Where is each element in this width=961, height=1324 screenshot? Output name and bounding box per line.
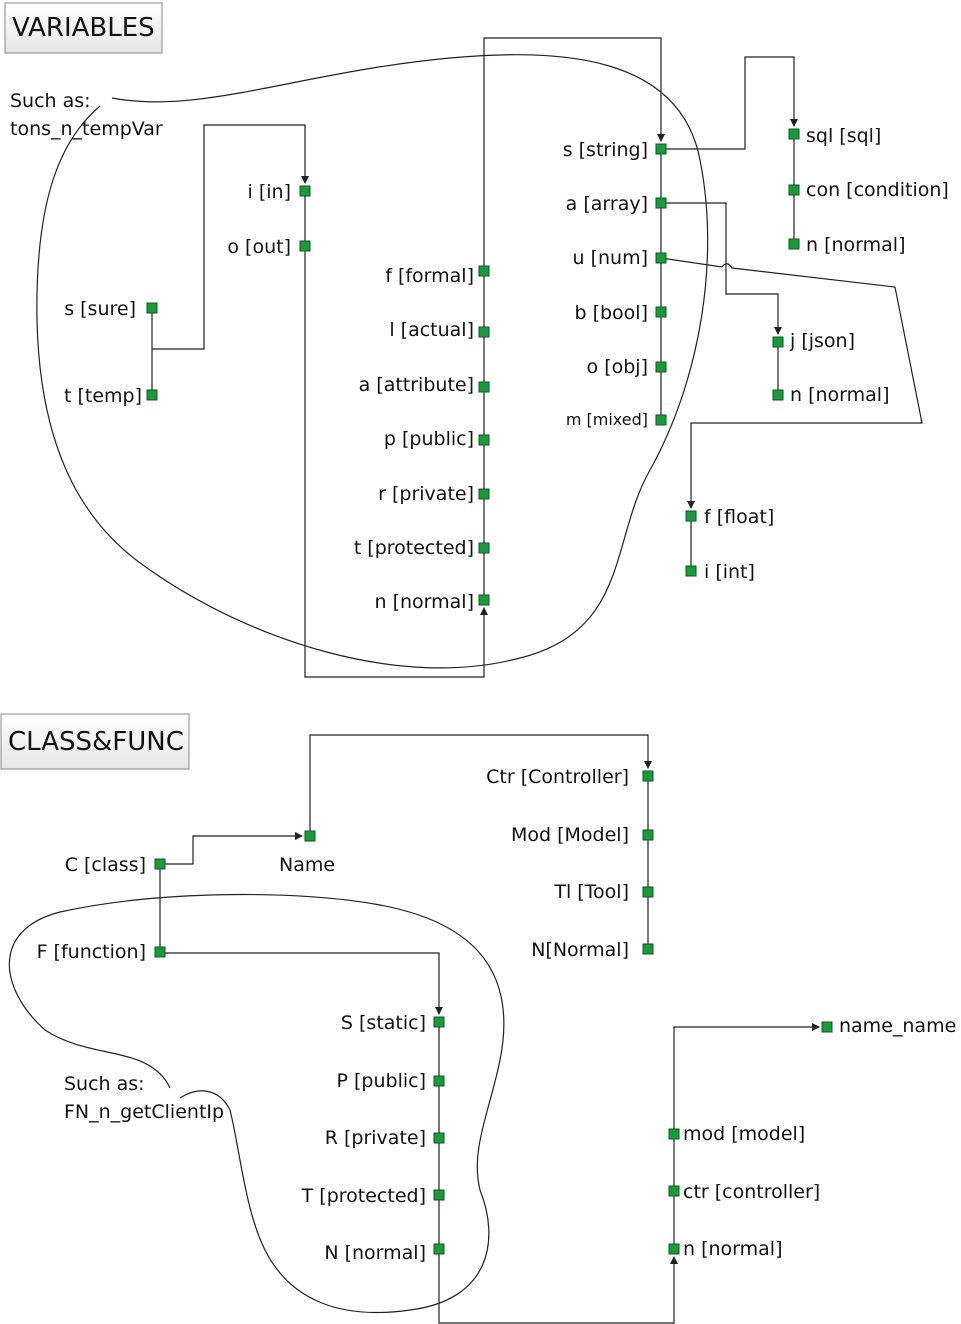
node-controller <box>642 770 654 782</box>
label-private: r [private] <box>378 483 474 505</box>
label-array-normal: n [normal] <box>790 384 889 406</box>
label-protected: t [protected] <box>354 537 474 559</box>
node-array <box>655 197 667 209</box>
node-json <box>772 336 784 348</box>
node-obj <box>655 361 667 373</box>
node-static <box>433 1016 445 1028</box>
label-controller: Ctr [Controller] <box>486 766 629 788</box>
node-num <box>655 252 667 264</box>
node-in <box>299 185 311 197</box>
node-layer-model <box>668 1128 680 1140</box>
node-function <box>154 946 166 958</box>
node-model <box>642 829 654 841</box>
label-class: C [class] <box>65 854 146 876</box>
node-private <box>478 488 490 500</box>
label-array: a [array] <box>566 193 648 215</box>
label-string-normal: n [normal] <box>806 234 905 256</box>
class-func-grouping-outline <box>8 893 505 1314</box>
label-bool: b [bool] <box>574 302 648 324</box>
label-func-protected: T [protected] <box>301 1185 426 1207</box>
node-layer-normal <box>668 1243 680 1255</box>
label-attribute: a [attribute] <box>359 374 474 396</box>
label-tool: Tl [Tool] <box>553 881 629 903</box>
node-temp <box>146 389 158 401</box>
node-formal <box>478 265 490 277</box>
node-sql <box>788 128 800 140</box>
node-name-name <box>821 1021 833 1033</box>
label-layer-controller: ctr [controller] <box>683 1181 820 1203</box>
variables-title-box <box>4 2 163 54</box>
node-sure <box>146 302 158 314</box>
node-bool <box>655 306 667 318</box>
node-actual <box>478 326 490 338</box>
label-func-public: P [public] <box>337 1070 427 1092</box>
class-func-section: CLASS&FUNC Such as: FN_n_getClientIp C [… <box>0 713 956 1324</box>
variables-section: VARIABLES Such as: tons_n_tempVar s [sur… <box>4 2 949 678</box>
label-layer-normal: n [normal] <box>683 1238 782 1260</box>
node-protected <box>478 542 490 554</box>
node-array-normal <box>772 389 784 401</box>
label-temp: t [temp] <box>64 385 142 407</box>
label-out: o [out] <box>227 236 291 258</box>
node-mixed <box>655 414 667 426</box>
label-formal: f [formal] <box>385 265 474 287</box>
node-normal <box>478 594 490 606</box>
node-func-public <box>433 1075 445 1087</box>
label-model: Mod [Model] <box>511 824 629 846</box>
node-class-normal <box>642 943 654 955</box>
label-float: f [float] <box>704 506 774 528</box>
node-int <box>685 565 697 577</box>
label-name: Name <box>279 854 335 876</box>
label-func-private: R [private] <box>325 1127 426 1149</box>
label-mixed: m [mixed] <box>566 410 648 429</box>
variables-example-value: tons_n_tempVar <box>10 118 163 140</box>
class-func-example-label: Such as: <box>64 1073 145 1095</box>
variables-grouping-outline <box>36 54 709 669</box>
node-public <box>478 434 490 446</box>
node-out <box>299 240 311 252</box>
node-name <box>304 830 316 842</box>
label-func-normal: N [normal] <box>324 1242 426 1264</box>
class-func-title-box <box>0 713 190 770</box>
class-func-example-value: FN_n_getClientIp <box>64 1101 224 1123</box>
label-condition: con [condition] <box>806 179 949 201</box>
label-layer-model: mod [model] <box>683 1123 805 1145</box>
label-class-normal: N[Normal] <box>531 939 629 961</box>
label-static: S [static] <box>341 1012 426 1034</box>
node-condition <box>788 184 800 196</box>
node-tool <box>642 886 654 898</box>
label-obj: o [obj] <box>587 356 648 378</box>
node-func-normal <box>433 1243 445 1255</box>
variables-title: VARIABLES <box>12 13 155 43</box>
label-normal: n [normal] <box>375 591 474 613</box>
label-actual: l [actual] <box>389 319 474 341</box>
label-num: u [num] <box>573 247 649 269</box>
label-sql: sql [sql] <box>806 125 881 147</box>
label-in: i [in] <box>248 181 291 203</box>
label-sure: s [sure] <box>64 298 136 320</box>
label-function: F [function] <box>37 941 146 963</box>
label-json: j [json] <box>789 330 855 352</box>
node-class <box>154 858 166 870</box>
variables-example-label: Such as: <box>10 90 91 112</box>
node-float <box>685 510 697 522</box>
class-func-connectors <box>159 734 820 1324</box>
node-func-private <box>433 1132 445 1144</box>
node-layer-controller <box>668 1185 680 1197</box>
label-string: s [string] <box>563 139 648 161</box>
label-public: p [public] <box>384 428 474 450</box>
node-string-normal <box>788 238 800 250</box>
label-name-name: name_name <box>839 1015 956 1037</box>
node-attribute <box>478 381 490 393</box>
node-string <box>655 143 667 155</box>
class-func-title: CLASS&FUNC <box>8 727 184 757</box>
node-func-protected <box>433 1189 445 1201</box>
label-int: i [int] <box>704 561 755 583</box>
